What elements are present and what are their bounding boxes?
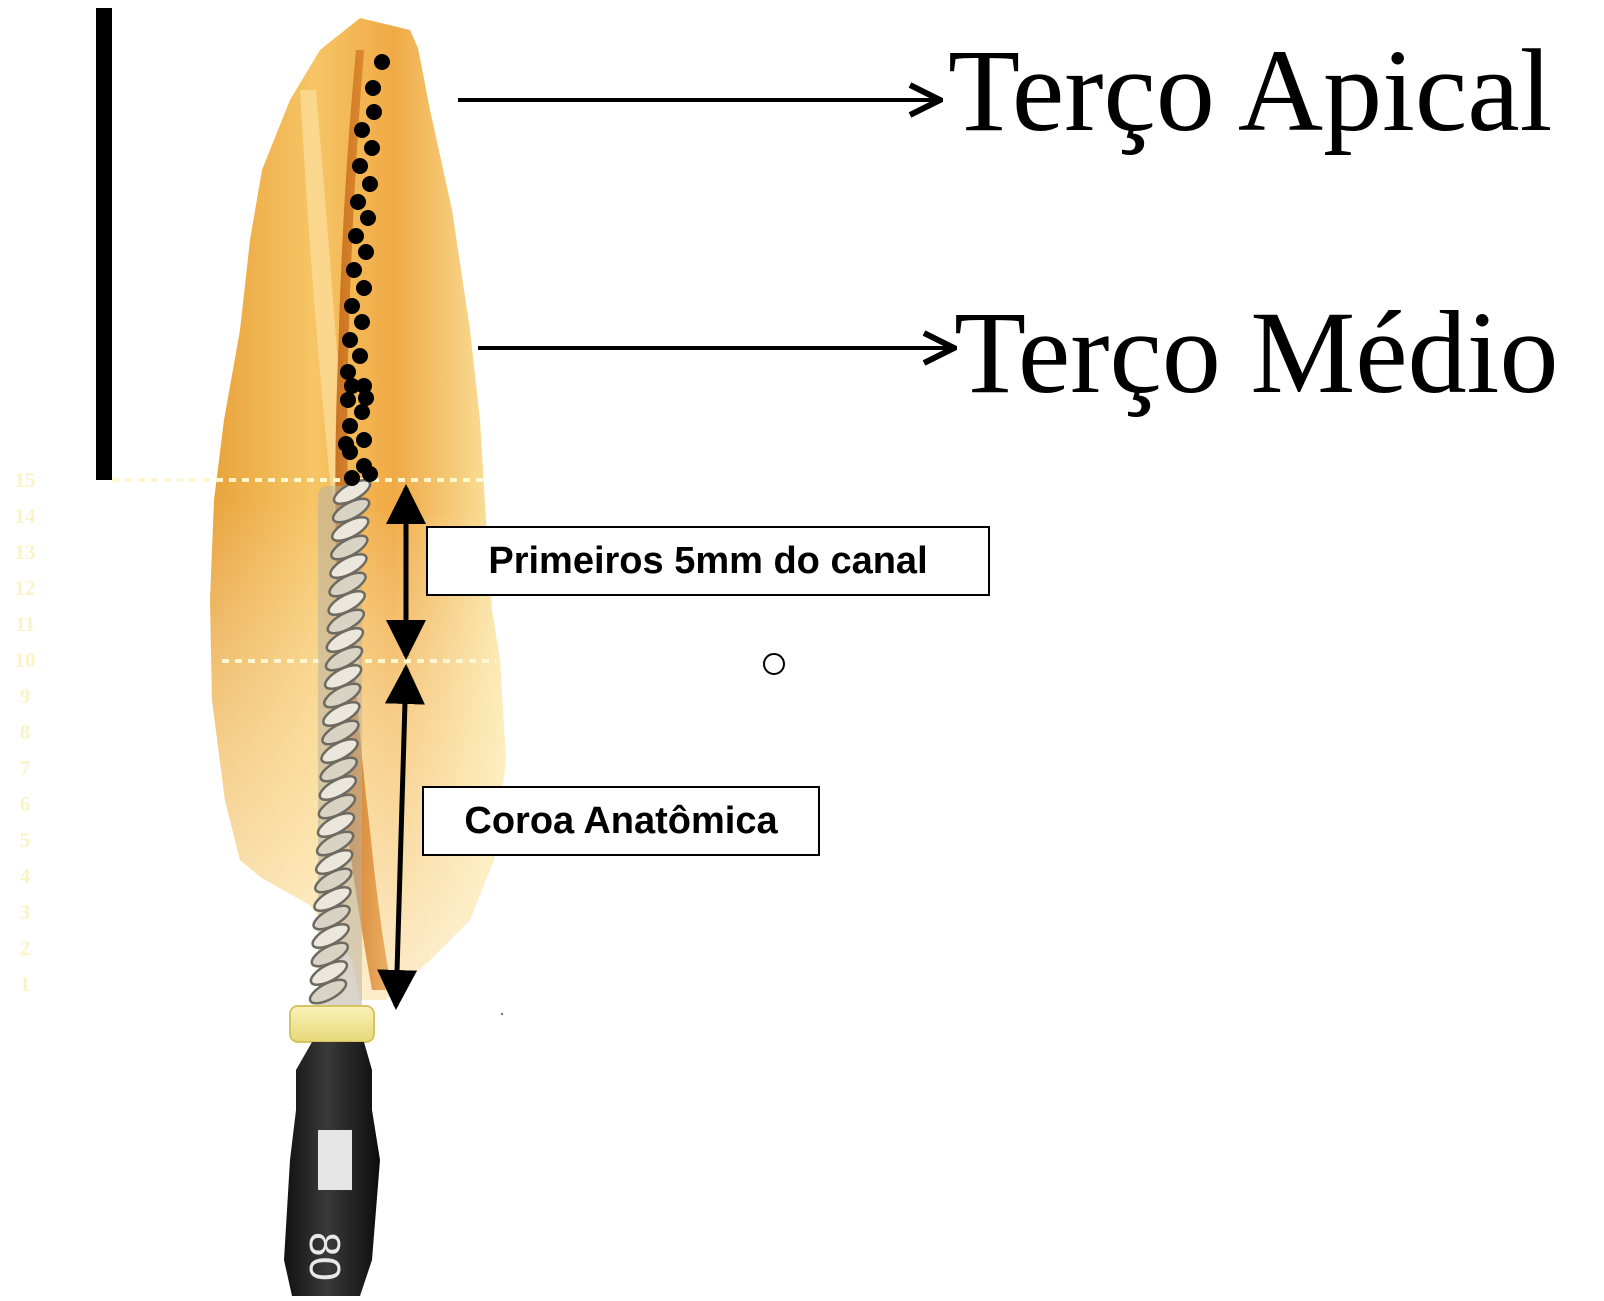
canal-dot [362, 176, 378, 192]
canal-dot [365, 80, 381, 96]
label-primeiros-5mm-text: Primeiros 5mm do canal [488, 540, 927, 583]
canal-dot [362, 466, 378, 482]
ruler-number: 15 [10, 468, 40, 493]
canal-dot [374, 54, 390, 70]
canal-dot [342, 418, 358, 434]
canal-dot [354, 404, 370, 420]
canal-dot [344, 470, 360, 486]
label-terco-apical: Terço Apical [948, 32, 1552, 150]
canal-dot [344, 298, 360, 314]
canal-dot [354, 122, 370, 138]
label-coroa-anatomica: Coroa Anatômica [422, 786, 820, 856]
label-terco-medio: Terço Médio [954, 294, 1558, 412]
canal-dot [338, 436, 354, 452]
canal-dot [356, 280, 372, 296]
canal-dot [352, 158, 368, 174]
ruler-number: 3 [10, 900, 40, 925]
small-circle-marker [764, 654, 784, 674]
canal-dot [344, 378, 360, 394]
handle-size-marking: 80 [300, 1232, 349, 1281]
canal-dot [358, 244, 374, 260]
canal-dot [350, 194, 366, 210]
ruler-number: 14 [10, 504, 40, 529]
ruler-number: 2 [10, 936, 40, 961]
ruler-number: 8 [10, 720, 40, 745]
ruler-number: 1 [10, 972, 40, 997]
canal-dot [354, 314, 370, 330]
ruler-number: 10 [10, 648, 40, 673]
canal-dot [340, 392, 356, 408]
tiny-dot [501, 1013, 503, 1015]
ruler-number: 5 [10, 828, 40, 853]
canal-dot [346, 262, 362, 278]
canal-dot [348, 228, 364, 244]
handle-size-band [318, 1130, 352, 1190]
apical-extent-bar [96, 8, 112, 480]
rubber-stopper [290, 1006, 374, 1042]
ruler-number: 12 [10, 576, 40, 601]
ruler-number: 13 [10, 540, 40, 565]
canal-dot [358, 390, 374, 406]
canal-dot [352, 348, 368, 364]
ruler-number: 11 [10, 612, 40, 637]
ruler-number: 4 [10, 864, 40, 889]
ruler-number: 7 [10, 756, 40, 781]
canal-dot [364, 140, 380, 156]
label-coroa-anatomica-text: Coroa Anatômica [464, 800, 777, 843]
canal-dot [366, 104, 382, 120]
canal-dot [360, 210, 376, 226]
canal-dot [342, 332, 358, 348]
canal-dot [356, 432, 372, 448]
label-primeiros-5mm: Primeiros 5mm do canal [426, 526, 990, 596]
canal-dot [340, 364, 356, 380]
ruler-number: 9 [10, 684, 40, 709]
ruler-number: 6 [10, 792, 40, 817]
